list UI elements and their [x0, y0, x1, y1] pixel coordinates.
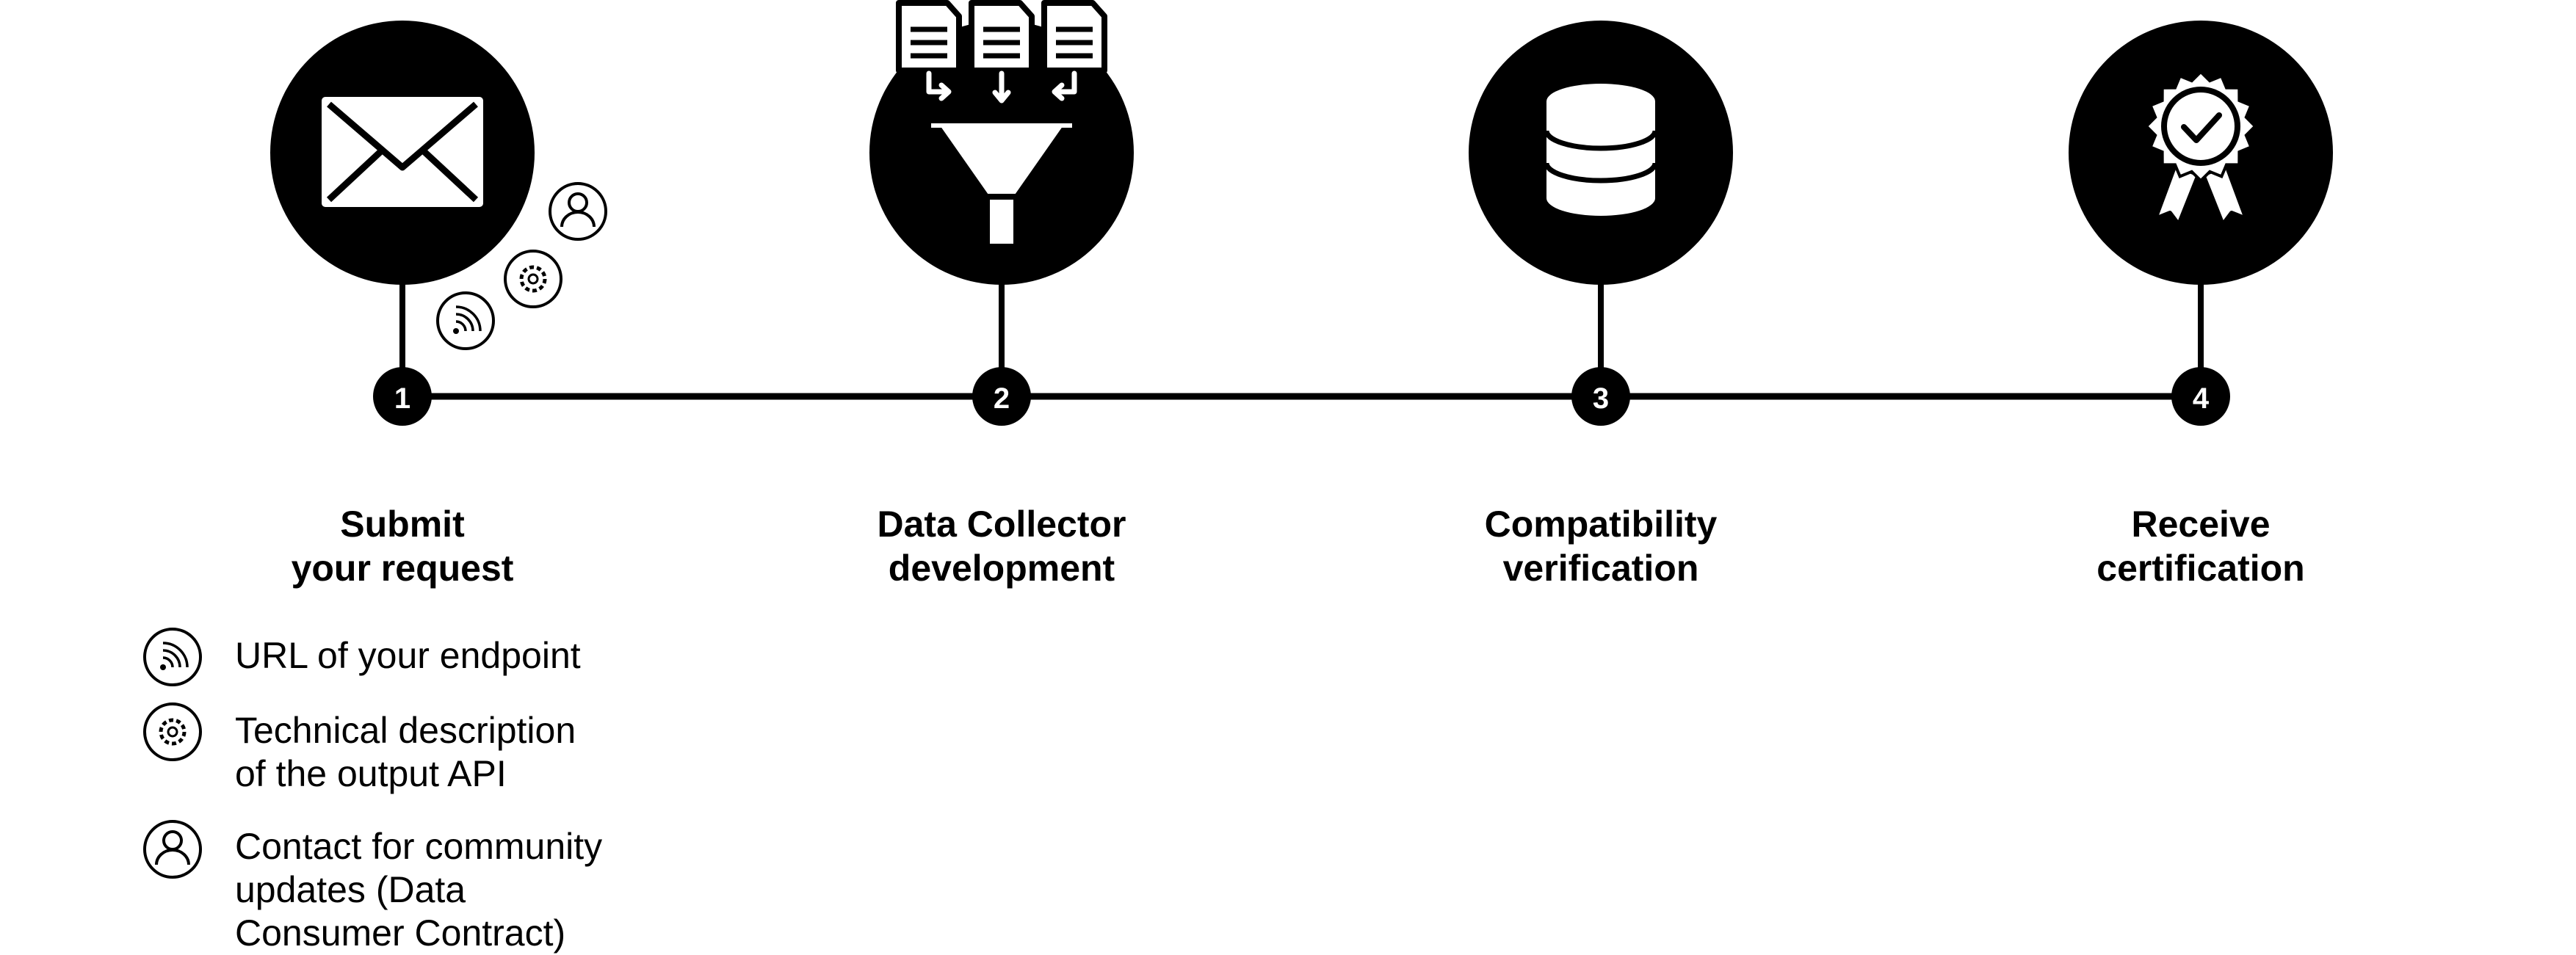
step-4-title-line2: certification: [2096, 548, 2305, 589]
step-2-number: 2: [994, 382, 1010, 415]
step-2-title: Data Collector development: [811, 502, 1193, 590]
step-2-title-line1: Data Collector: [877, 504, 1126, 545]
step-1-marker: 1: [373, 367, 432, 426]
step-4-title-line1: Receive: [2131, 504, 2271, 545]
document-icon-1: [896, 0, 962, 73]
step-2-marker: 2: [972, 367, 1031, 426]
requirement-line: URL of your endpoint: [235, 635, 581, 676]
req-rss-icon: [143, 628, 202, 686]
step-3-title: Compatibility verification: [1410, 502, 1792, 590]
requirement-line: Consumer Contract): [235, 912, 566, 954]
step-4-title: Receive certification: [2010, 502, 2392, 590]
user-icon: [549, 182, 607, 241]
step-3-title-line1: Compatibility: [1484, 504, 1718, 545]
arrow-icons: [926, 70, 1077, 104]
requirement-line: of the output API: [235, 753, 507, 794]
document-icon-2: [969, 0, 1035, 73]
documents-funnel-icon: [896, 0, 1107, 244]
funnel-rim: [931, 123, 1072, 128]
step-3-title-line2: verification: [1502, 548, 1699, 589]
step-3-number: 3: [1593, 382, 1609, 415]
step-1-title-line1: Submit: [340, 504, 465, 545]
step-1-number: 1: [394, 382, 410, 415]
step-3-marker: 3: [1571, 367, 1630, 426]
req-gear-icon: [143, 702, 202, 761]
step-1-title: Submit your request: [211, 502, 593, 590]
step-4-marker: 4: [2171, 367, 2230, 426]
envelope-icon: [322, 97, 483, 207]
req-user-icon: [143, 820, 202, 879]
step-1-title-line2: your request: [291, 548, 514, 589]
step-4-number: 4: [2193, 382, 2210, 415]
step-2-title-line2: development: [888, 548, 1115, 589]
rss-feed-icon: [436, 291, 495, 350]
requirement-text: Contact for community updates (Data Cons…: [235, 825, 749, 955]
document-icon-3: [1041, 0, 1107, 73]
certification-badge-icon: [2144, 70, 2257, 227]
funnel-gap: [977, 194, 1027, 200]
database-icon: [1544, 84, 1658, 216]
gear-icon: [504, 250, 562, 308]
requirement-line: Contact for community: [235, 826, 603, 867]
requirement-line: Technical description: [235, 710, 576, 751]
requirement-line: updates (Data: [235, 869, 466, 910]
requirement-text: Technical description of the output API: [235, 709, 749, 796]
requirement-text: URL of your endpoint: [235, 634, 749, 678]
funnel-icon: [938, 123, 1065, 244]
